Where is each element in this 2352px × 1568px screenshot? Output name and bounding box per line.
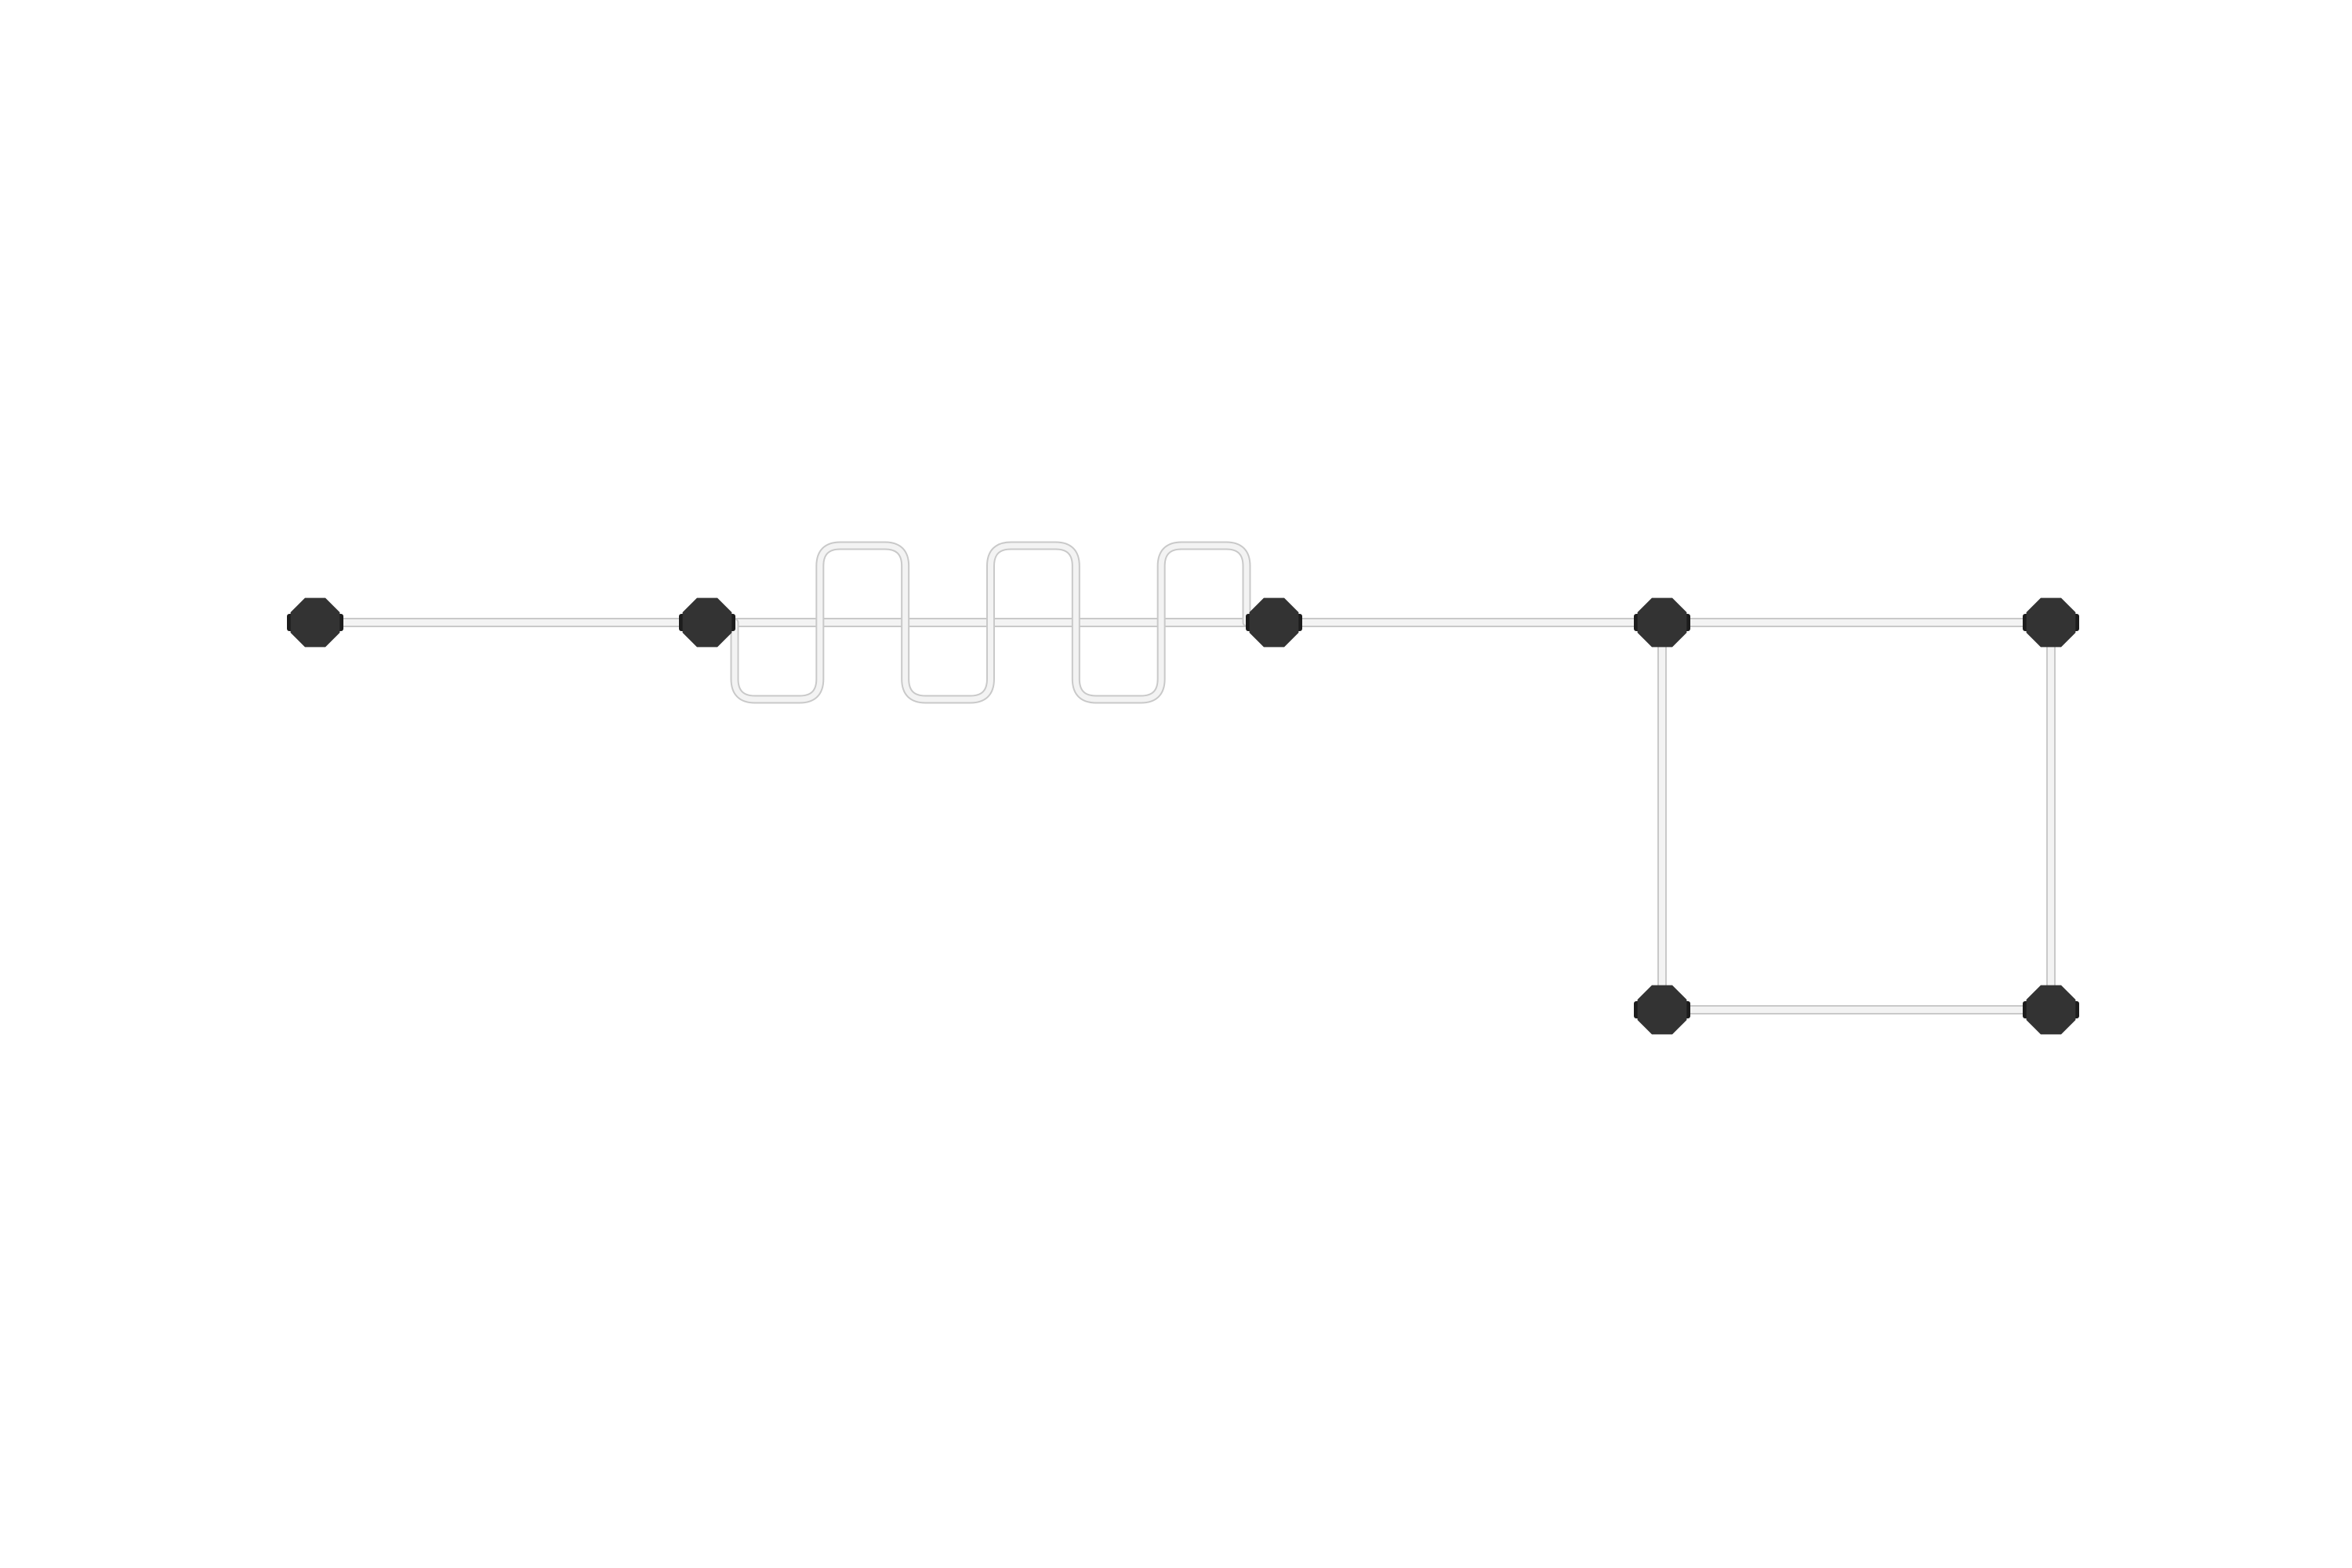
- node-body: [1249, 597, 1299, 648]
- node-5: [2023, 597, 2079, 648]
- pipe-e2: [707, 541, 1274, 704]
- node-body: [1637, 597, 1687, 648]
- node-3: [1246, 597, 1302, 648]
- node-body: [2026, 985, 2076, 1035]
- node-body: [2026, 597, 2076, 648]
- node-7: [2023, 985, 2079, 1035]
- node-body: [682, 597, 732, 648]
- edges-layer: [315, 541, 2056, 1014]
- node-1: [287, 597, 343, 648]
- node-body: [290, 597, 340, 648]
- nodes-layer: [287, 597, 2079, 1035]
- node-4: [1634, 597, 1690, 648]
- node-6: [1634, 985, 1690, 1035]
- coil-fill: [731, 543, 1250, 702]
- node-2: [679, 597, 735, 648]
- node-body: [1637, 985, 1687, 1035]
